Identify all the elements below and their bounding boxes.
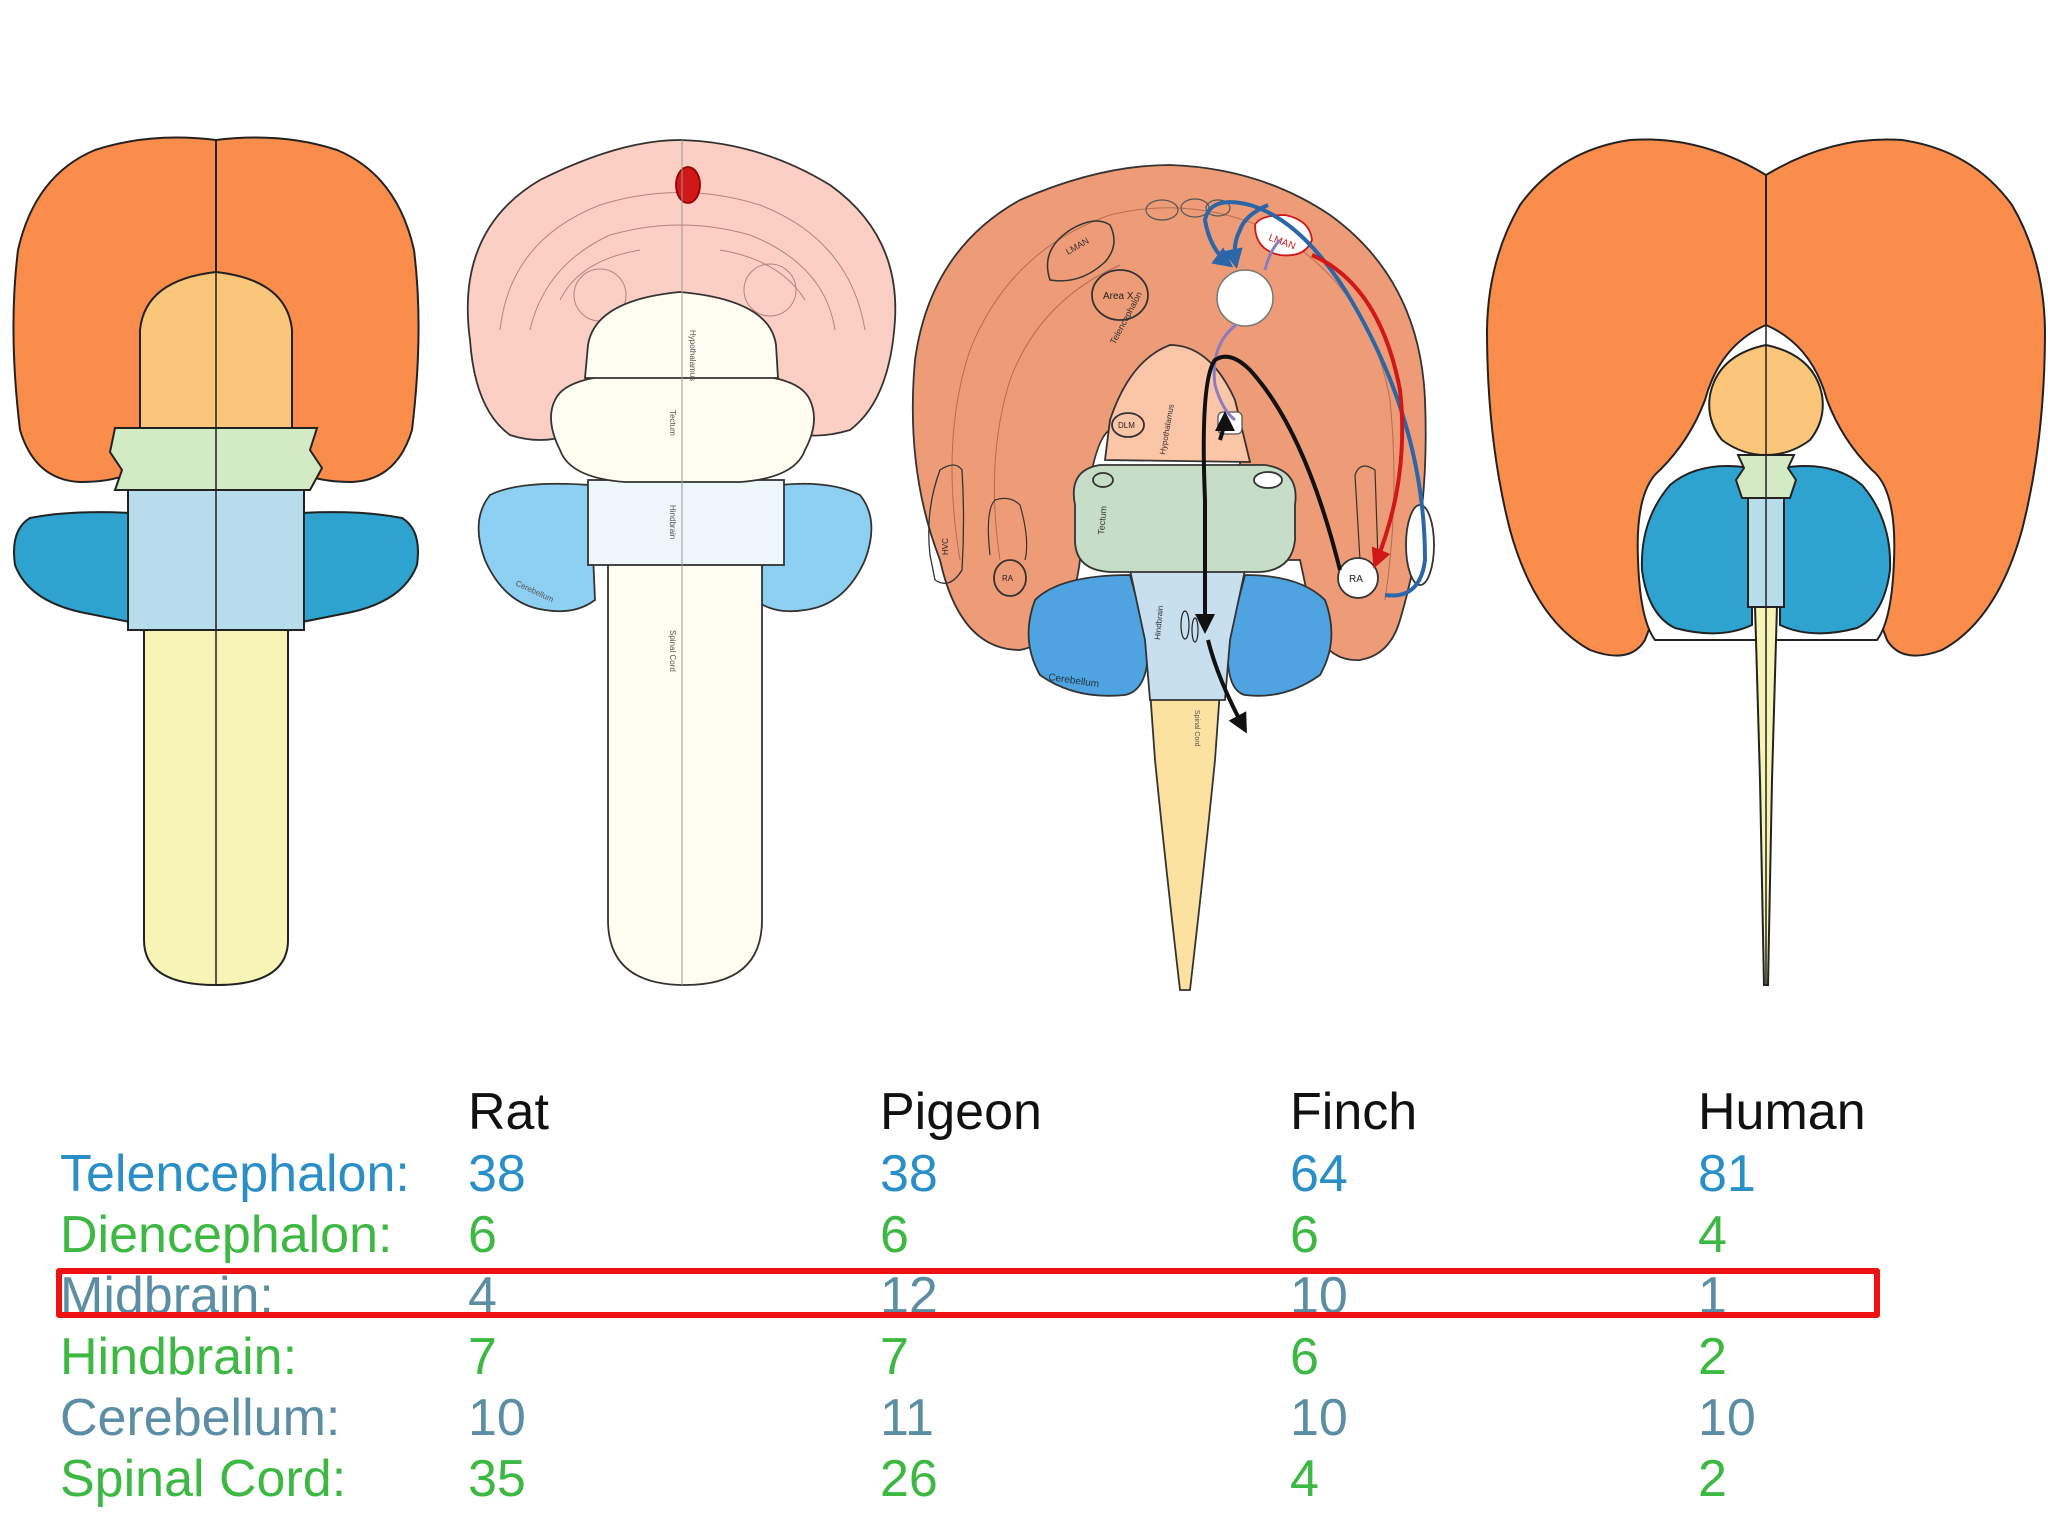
value-diencephalon-finch: 6 — [1290, 1206, 1319, 1264]
finch-pathway-red — [1311, 253, 1405, 569]
value-hindbrain-finch: 6 — [1290, 1328, 1319, 1386]
pigeon-spinal-cord — [607, 559, 763, 986]
pigeon-label-spinal-cord: Spinal Cord — [668, 630, 677, 672]
value-diencephalon-rat: 6 — [468, 1206, 497, 1264]
value-cerebellum-finch: 10 — [1290, 1389, 1348, 1447]
value-hindbrain-rat: 7 — [468, 1328, 497, 1386]
row-label-cerebellum: Cerebellum: — [60, 1389, 341, 1447]
finch-label-tectum: Tectum — [1096, 505, 1108, 535]
finch-ra-output — [1337, 557, 1379, 599]
pigeon-cerebellum-left — [477, 482, 596, 613]
column-header-finch: Finch — [1290, 1083, 1418, 1141]
row-label-diencephalon: Diencephalon: — [60, 1206, 393, 1264]
finch-pathway-blue-2 — [1223, 203, 1269, 269]
finch-pathway-black-2 — [1206, 639, 1247, 734]
rat-cerebellum-left — [13, 511, 161, 630]
finch-label-ra: RA — [1002, 574, 1014, 583]
brain-comparison-diagram: Hypothalamus Tectum Hindbrain Spinal Cor… — [12, 136, 2047, 991]
finch-song-pathways — [1195, 200, 1428, 734]
finch-cerebellum-right — [1226, 574, 1333, 697]
rat-cerebellum-right — [271, 511, 419, 630]
value-hindbrain-human: 2 — [1698, 1328, 1727, 1386]
finch-label-dlm: DLM — [1118, 421, 1135, 430]
finch-pathway-black-3 — [1214, 411, 1235, 441]
value-hindbrain-pigeon: 7 — [880, 1328, 909, 1386]
pigeon-label-hindbrain: Hindbrain — [668, 505, 677, 539]
human-brain — [1485, 138, 2047, 986]
finch-label-ra-output: RA — [1349, 574, 1363, 585]
value-telencephalon-human: 81 — [1698, 1145, 1756, 1203]
finch-lman-region — [1046, 220, 1115, 282]
rat-brain — [12, 136, 420, 987]
finch-dlm — [1111, 412, 1145, 438]
pigeon-label-hypothalamus: Hypothalamus — [688, 330, 697, 381]
value-cerebellum-pigeon: 11 — [880, 1389, 934, 1447]
row-label-spinal-cord: Spinal Cord: — [60, 1450, 347, 1508]
human-cerebellum-left — [1640, 465, 1753, 635]
human-cerebellum-right — [1779, 465, 1892, 635]
value-cerebellum-rat: 10 — [468, 1389, 526, 1447]
value-spinal-cord-human: 2 — [1698, 1450, 1727, 1508]
value-cerebellum-human: 10 — [1698, 1389, 1756, 1447]
finch-pathway-blue — [1202, 200, 1428, 598]
finch-dlm-relay — [1216, 269, 1274, 327]
finch-brain: LMAN Area X Telencephalon DLM Hypothalam… — [911, 164, 1435, 991]
pigeon-brain: Hypothalamus Tectum Hindbrain Spinal Cor… — [466, 139, 897, 986]
value-telencephalon-pigeon: 38 — [880, 1145, 938, 1203]
finch-arcopallium — [987, 497, 1028, 561]
column-header-rat: Rat — [468, 1083, 549, 1141]
finch-hvc-region — [928, 464, 965, 584]
value-telencephalon-rat: 38 — [468, 1145, 526, 1203]
row-label-hindbrain: Hindbrain: — [60, 1328, 298, 1386]
column-header-human: Human — [1698, 1083, 1866, 1141]
finch-telencephalon-contours — [951, 207, 1395, 601]
finch-cerebellum-left — [1027, 574, 1150, 697]
row-label-telencephalon: Telencephalon: — [60, 1145, 410, 1203]
value-spinal-cord-pigeon: 26 — [880, 1450, 938, 1508]
finch-label-area-x: Area X — [1103, 291, 1134, 302]
human-cerebral-hemisphere-right — [1765, 138, 2047, 657]
finch-ico — [1092, 472, 1114, 488]
value-diencephalon-human: 4 — [1698, 1206, 1727, 1264]
column-header-pigeon: Pigeon — [880, 1083, 1042, 1141]
value-spinal-cord-finch: 4 — [1290, 1450, 1319, 1508]
pigeon-label-tectum: Tectum — [668, 410, 677, 436]
finch-label-hvc: HVC — [941, 538, 950, 555]
finch-tectum — [1072, 464, 1297, 573]
finch-area-x — [1091, 269, 1149, 321]
finch-pathway-black — [1195, 354, 1342, 634]
finch-tectum-white-nucleus — [1253, 471, 1283, 489]
finch-label-spinal-cord: Spinal Cord — [1193, 710, 1200, 747]
pigeon-hindbrain — [587, 479, 785, 566]
finch-spinal-cord — [1149, 689, 1221, 991]
value-diencephalon-pigeon: 6 — [880, 1206, 909, 1264]
human-cerebral-hemisphere-left — [1485, 138, 1767, 657]
value-spinal-cord-rat: 35 — [468, 1450, 526, 1508]
midbrain-row-highlight-box — [56, 1268, 1880, 1318]
finch-right-white-oval — [1405, 504, 1435, 586]
pigeon-red-nucleus — [675, 166, 701, 204]
finch-ra-nucleus — [993, 559, 1027, 597]
value-telencephalon-finch: 64 — [1290, 1145, 1348, 1203]
finch-label-hindbrain: Hindbrain — [1153, 605, 1165, 640]
